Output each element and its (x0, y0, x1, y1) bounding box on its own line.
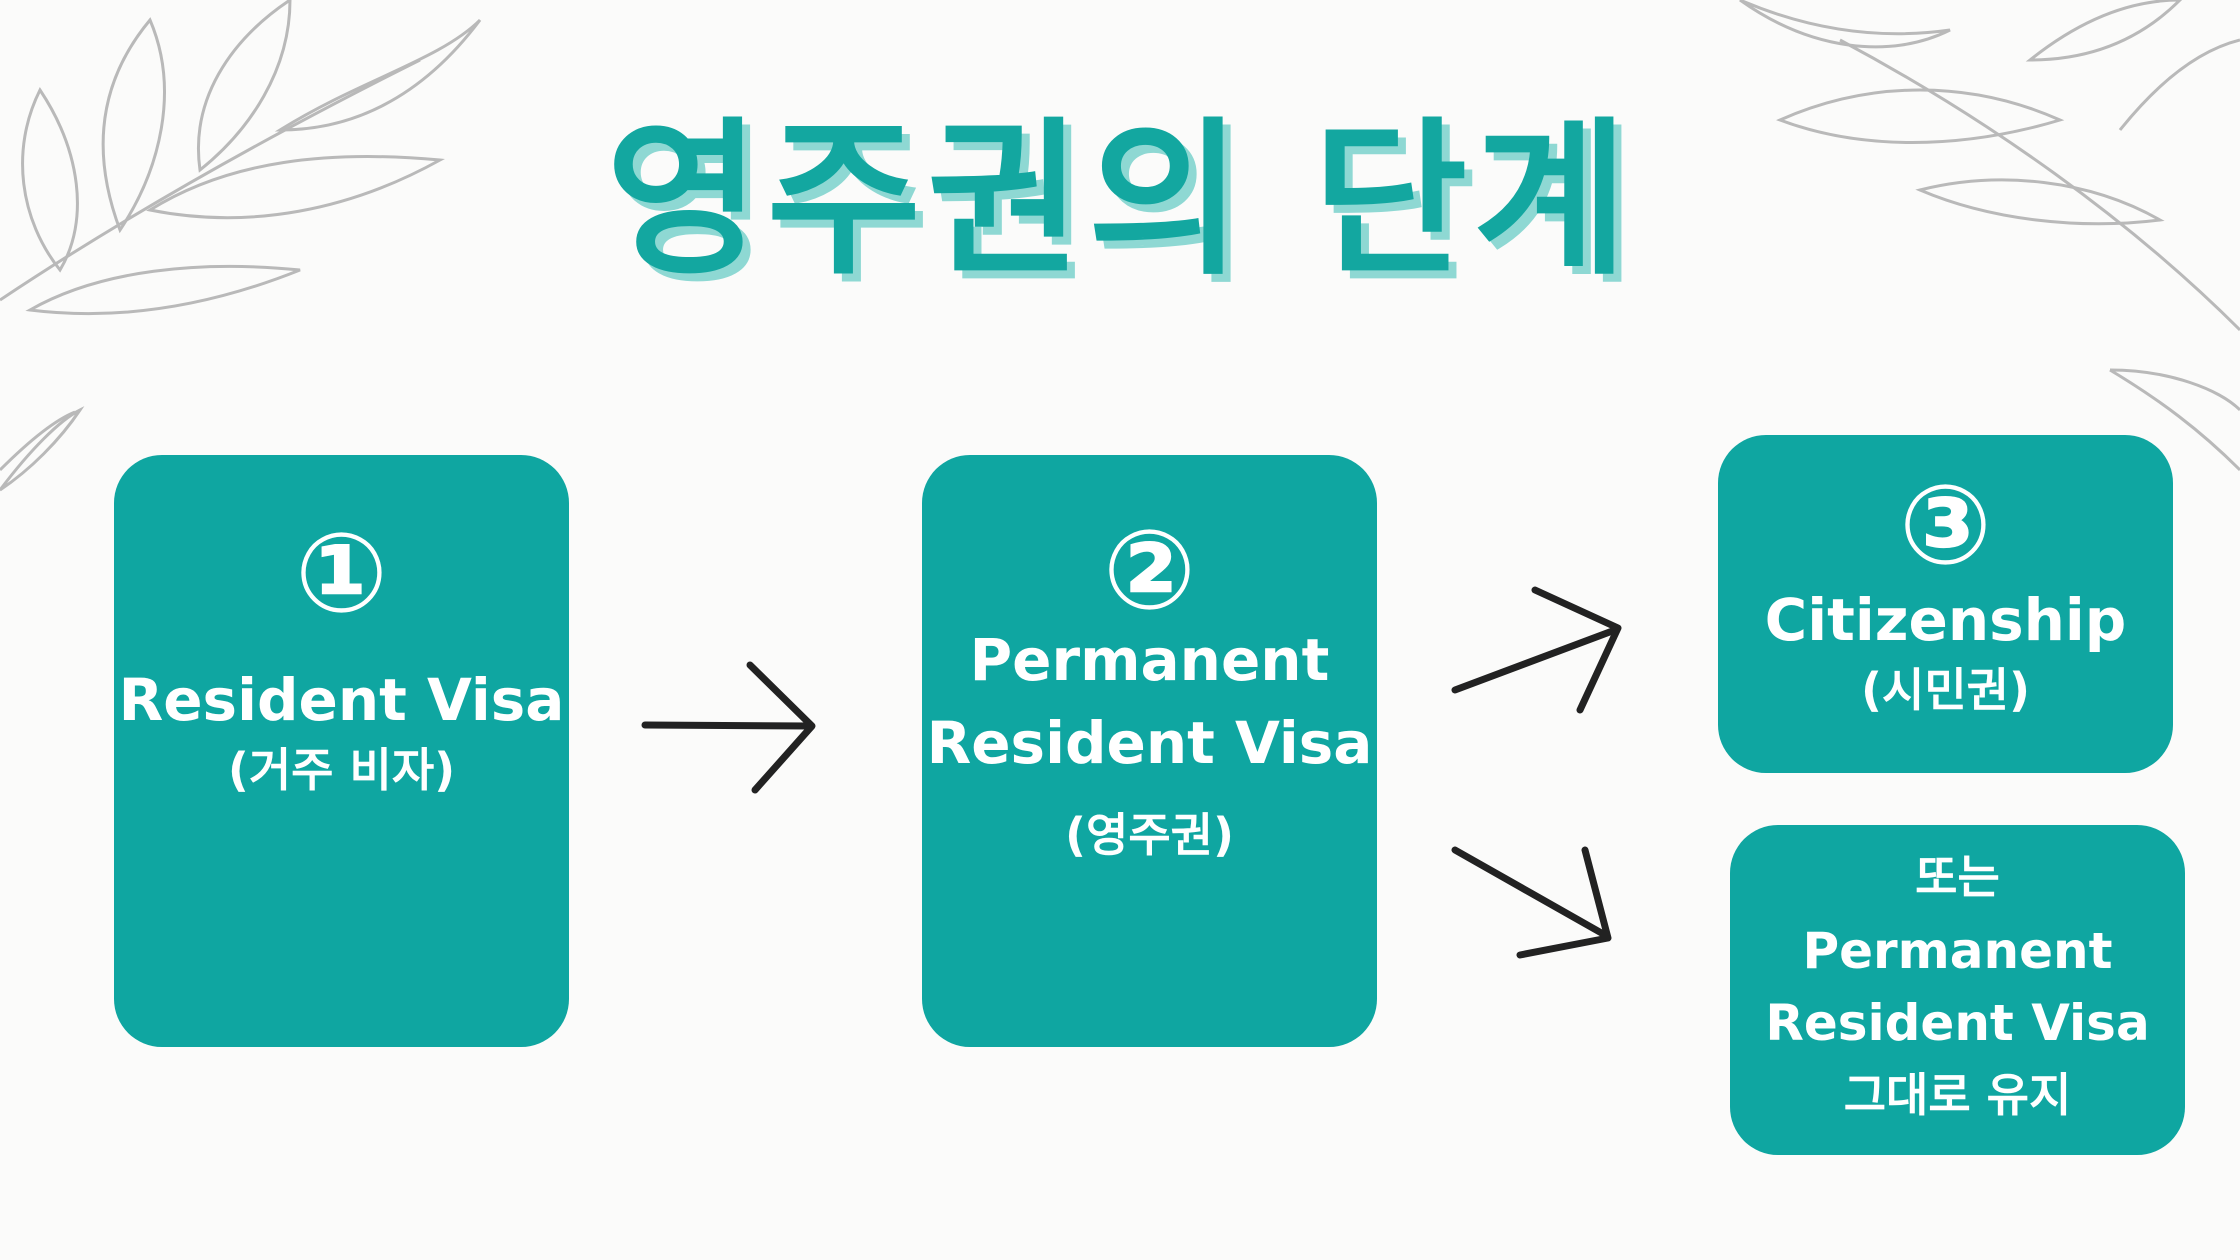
step-2-label-line1: Permanent (969, 626, 1330, 694)
step-3-sublabel: (시민권) (1860, 663, 2030, 717)
page-title: 영주권의 단계 (606, 102, 1634, 298)
alt-label-keep: 그대로 유지 (1843, 1068, 2072, 1122)
step-card-permanent-resident-visa: ② Permanent Resident Visa (영주권) (922, 455, 1377, 1047)
alt-label-line2: Resident Visa (1765, 994, 2150, 1052)
step-1-label: Resident Visa (118, 666, 565, 734)
alternative-card-keep-permanent-resident: 또는 Permanent Resident Visa 그대로 유지 (1730, 825, 2185, 1155)
step-2-label-line2: Resident Visa (926, 709, 1373, 777)
step-number-3: ③ (1898, 461, 1993, 589)
arrow-up-right-icon (1451, 586, 1622, 714)
step-card-resident-visa: ① Resident Visa (거주 비자) (114, 455, 569, 1047)
arrow-down-right-icon (1451, 846, 1612, 959)
step-2-sublabel: (영주권) (1064, 808, 1234, 862)
alt-label-line1: Permanent (1802, 922, 2113, 980)
alt-label-or: 또는 (1915, 850, 2000, 904)
step-3-label: Citizenship (1764, 586, 2127, 654)
step-1-sublabel: (거주 비자) (227, 743, 456, 797)
step-number-2: ② (1102, 506, 1197, 634)
step-number-1: ① (294, 509, 389, 637)
step-card-citizenship: ③ Citizenship (시민권) (1718, 435, 2173, 773)
arrow-right-icon (641, 661, 816, 794)
